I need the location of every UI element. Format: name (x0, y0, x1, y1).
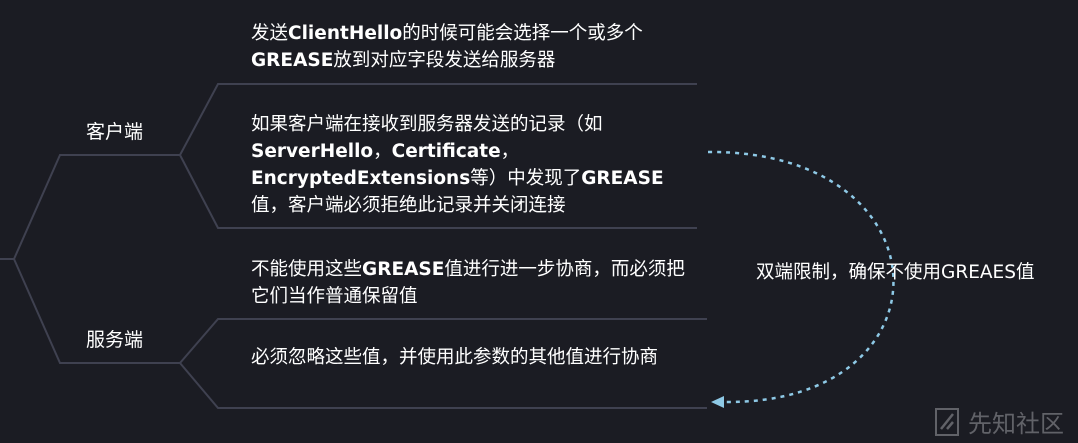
client-item-2: 如果客户端在接收到服务器发送的记录（如ServerHello，Certifica… (251, 114, 664, 216)
watermark-logo-icon (935, 407, 959, 436)
server-item-1: 不能使用这些GREASE值进行进一步协商，而必须把它们当作普通保留值 (251, 259, 685, 307)
client-label: 客户端 (86, 121, 144, 143)
watermark: 先知社区 (932, 404, 1064, 439)
client-item-1: 发送ClientHello的时候可能会选择一个或多个GREASE放到对应字段发送… (251, 23, 643, 71)
server-connector (179, 318, 707, 409)
watermark-text: 先知社区 (968, 410, 1064, 438)
server-label: 服务端 (86, 329, 144, 351)
client-connector (179, 83, 697, 229)
root-connector (0, 154, 180, 364)
relation-arrow-head (711, 396, 724, 408)
server-item-2: 必须忽略这些值，并使用此参数的其他值进行协商 (251, 347, 659, 368)
relation-note: 双端限制，确保不使用GREAES值 (756, 262, 1035, 283)
relation-arrow (707, 150, 895, 404)
